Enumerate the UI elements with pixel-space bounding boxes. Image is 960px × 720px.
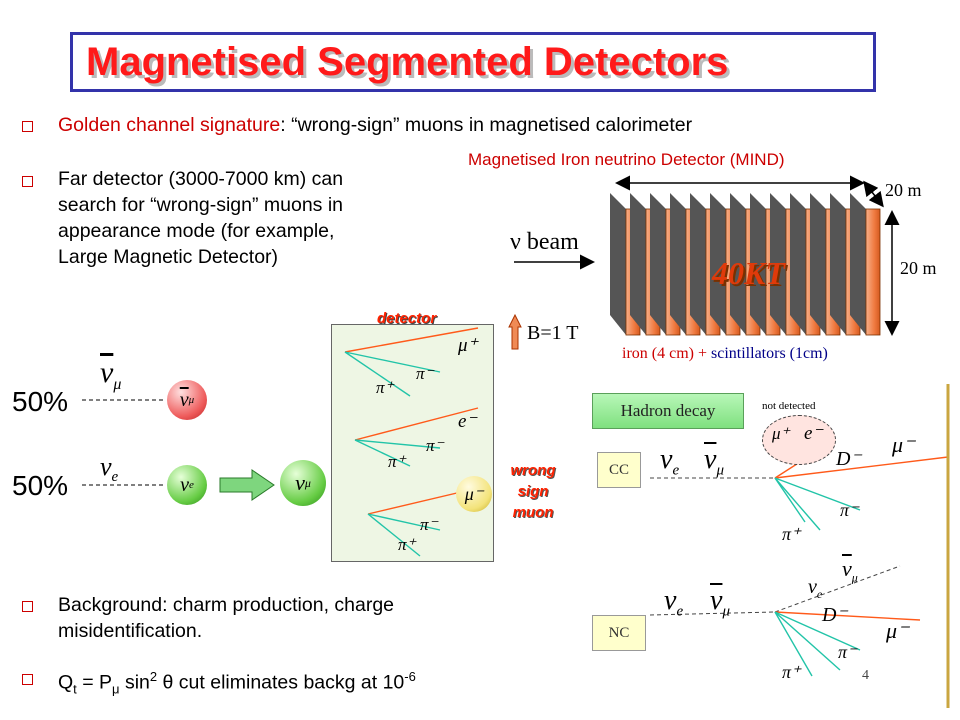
scintillator-label: scintillators (1cm) xyxy=(711,345,828,362)
track-mu-plus: μ⁺ xyxy=(458,335,478,356)
far-detector-line-1: Far detector (3000-7000 km) can xyxy=(58,168,344,190)
nc-nu-mu-bar-out: νμ xyxy=(842,556,858,585)
track-pi-plus: π⁺ xyxy=(376,378,394,397)
cc-e-minus: e⁻ xyxy=(804,423,823,444)
cc-d-minus: D⁻ xyxy=(836,448,861,470)
mind-detector-figure xyxy=(514,175,900,336)
track-pi-minus: π⁻ xyxy=(420,515,438,534)
nu-mu-bar-label: νμ xyxy=(100,356,122,393)
iron-slab-side xyxy=(650,193,666,335)
iron-slab-stack xyxy=(610,193,881,336)
bullet-marker xyxy=(22,121,33,132)
nc-pi-minus: π⁻ xyxy=(838,642,857,662)
detector-label: detector xyxy=(377,310,437,327)
cc-mu-plus: μ⁺ xyxy=(772,424,790,443)
nu-e-label: νe xyxy=(100,452,119,486)
bullet-qt-cut: Qt = Pμ sin2 θ cut eliminates backg at 1… xyxy=(58,669,416,697)
iron-slab xyxy=(865,208,881,336)
title-frame xyxy=(70,32,876,92)
cc-pi-plus: π⁺ xyxy=(782,524,801,544)
plus-sign: + xyxy=(697,345,708,362)
iron-slab-side xyxy=(790,193,806,335)
fraction-bottom: 50% xyxy=(12,470,69,501)
cc-tag: CC xyxy=(597,452,641,488)
iron-slab-side xyxy=(750,193,766,335)
nc-nu-e: νe xyxy=(664,585,684,620)
cc-hadron-bubble xyxy=(762,415,836,465)
hadron-decay-box: Hadron decay xyxy=(592,393,744,429)
far-detector-line-3: appearance mode (for example, xyxy=(58,220,335,242)
bullet-marker xyxy=(22,176,33,187)
track-pi-minus: π⁻ xyxy=(416,364,434,383)
b-field-arrow xyxy=(508,313,522,350)
iron-label: iron (4 cm) xyxy=(622,345,694,362)
track-pi-minus: π⁻ xyxy=(426,436,444,455)
track-pi-plus: π⁺ xyxy=(388,452,406,471)
nc-nu-e-out: νe xyxy=(808,576,823,601)
beam-label: ν beam xyxy=(510,229,579,255)
background-line-2: misidentification. xyxy=(58,620,203,642)
track-pi-plus: π⁺ xyxy=(398,535,416,554)
width-arrow xyxy=(863,180,884,208)
mass-label: 40KT xyxy=(712,255,785,291)
iron-slab-side xyxy=(810,193,826,335)
nc-mu-minus: μ⁻ xyxy=(886,618,909,643)
not-detected-label: not detected xyxy=(762,400,816,412)
nc-pi-plus: π⁺ xyxy=(782,662,801,682)
iron-slab-side xyxy=(690,193,706,335)
nc-d-minus: D⁻ xyxy=(822,604,847,626)
far-detector-line-2: search for “wrong-sign” muons in xyxy=(58,194,344,216)
bullet-golden-channel: Golden channel signature: “wrong-sign” m… xyxy=(58,112,692,138)
iron-thickness-label: iron (4 cm) + scintillators (1cm) xyxy=(622,345,828,363)
dim-height-label: 20 m xyxy=(900,258,937,278)
iron-slab-side xyxy=(830,193,846,335)
page-number: 4 xyxy=(862,668,869,683)
iron-slab-side xyxy=(710,193,726,335)
iron-slab-side xyxy=(850,193,866,335)
mind-caption: Magnetised Iron neutrino Detector (MIND) xyxy=(468,150,785,169)
cc-pi-minus: π⁻ xyxy=(840,500,859,520)
bullet-marker xyxy=(22,674,33,685)
far-detector-line-4: Large Magnetic Detector) xyxy=(58,246,279,268)
track-e-minus: e⁻ xyxy=(458,411,477,432)
cc-nu-mu-bar: νμ xyxy=(704,444,724,479)
wrong-sign-muon-ball: μ⁻ xyxy=(456,476,492,512)
bullet-background: Background: charm production, charge mis… xyxy=(58,592,394,644)
iron-slab-side xyxy=(610,193,626,335)
iron-slab-side xyxy=(670,193,686,335)
bullet-marker xyxy=(22,601,33,612)
slide-title: Magnetised Segmented Detectors xyxy=(86,40,729,84)
wrong-sign-muon-label: wrong sign muon xyxy=(510,462,556,521)
nc-tag: NC xyxy=(592,615,646,651)
dim-depth-label: 20 m xyxy=(885,180,922,200)
b-field-label: B=1 T xyxy=(527,322,579,344)
cc-nu-e: νe xyxy=(660,444,680,479)
bullet-far-detector: Far detector (3000-7000 km) can search f… xyxy=(58,166,343,270)
oscillation-arrow xyxy=(219,469,275,501)
golden-channel-label: Golden channel signature xyxy=(58,114,281,136)
fraction-top: 50% xyxy=(12,386,69,417)
golden-channel-text: : “wrong-sign” muons in magnetised calor… xyxy=(280,114,693,136)
iron-slab-side xyxy=(730,193,746,335)
cc-mu-minus: μ⁻ xyxy=(892,432,915,457)
background-line-1: Background: charm production, charge xyxy=(58,594,395,616)
iron-slab-side xyxy=(770,193,786,335)
detector-box xyxy=(331,324,494,562)
iron-slab-side xyxy=(630,193,646,335)
nc-nu-mu-bar: νμ xyxy=(710,585,730,620)
